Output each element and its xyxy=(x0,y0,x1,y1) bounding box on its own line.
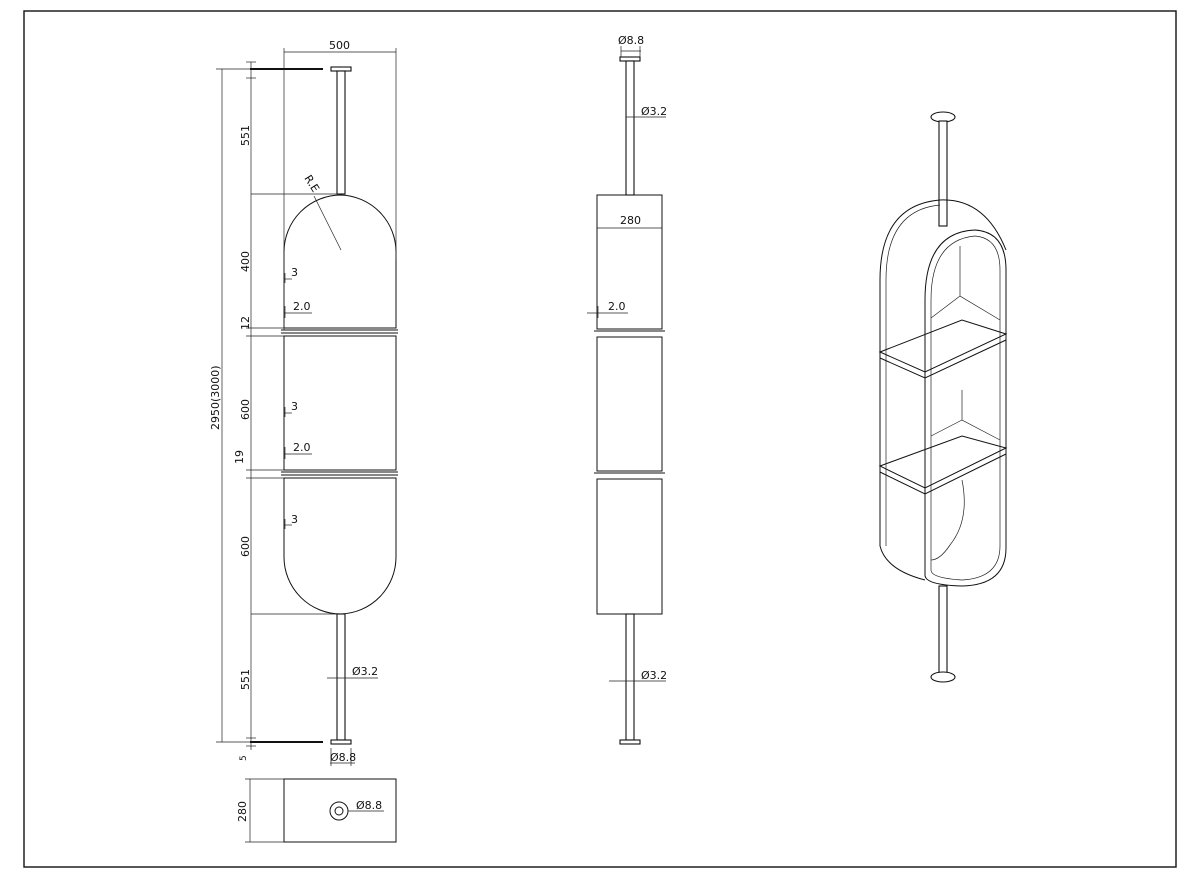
iso-back-shell-inner xyxy=(885,204,941,546)
front-base-diameter-label: Ø8.8 xyxy=(330,751,356,764)
side-middle-module xyxy=(596,336,663,472)
front-gap-upper-label: 2.0 xyxy=(293,300,311,313)
iso-bottom-inner-curve xyxy=(930,479,965,561)
front-top-module xyxy=(283,194,397,329)
front-joint-upper-label: 12 xyxy=(239,316,252,330)
side-rod-diameter-top-label: Ø3.2 xyxy=(641,105,667,118)
plan-depth-label: 280 xyxy=(236,801,249,822)
front-view: R.E 500 2950(3000) 551 400 12 600 19 600… xyxy=(209,39,398,766)
side-top-diameter-label: Ø8.8 xyxy=(618,34,644,47)
iso-shelf-2-lower xyxy=(879,453,1007,495)
front-rod-bottom xyxy=(336,613,346,741)
iso-bottom-shell xyxy=(879,545,926,581)
side-rod-cap-bottom xyxy=(619,739,641,745)
front-joint-lower-label: 19 xyxy=(233,450,246,464)
side-rod-top xyxy=(625,60,635,196)
front-thickness-top-label: 3 xyxy=(291,266,298,279)
front-bottom-rod-label: 551 xyxy=(239,669,252,690)
front-bottom-module-label: 600 xyxy=(239,536,252,557)
front-top-rod-label: 551 xyxy=(239,125,252,146)
side-rod-cap-top xyxy=(619,56,641,62)
iso-top-back-wall xyxy=(959,246,1001,321)
isometric-view xyxy=(878,111,1008,683)
side-top-module xyxy=(596,194,663,330)
iso-bottom-plate xyxy=(930,671,956,683)
side-gap-label: 2.0 xyxy=(608,300,626,313)
plan-view: Ø8.8 280 xyxy=(236,778,397,843)
front-base-plate-label: 5 xyxy=(239,755,249,761)
iso-shelf-1-lower xyxy=(879,339,1007,379)
iso-mid-floor-edge xyxy=(930,419,963,437)
front-rod-diameter-label: Ø3.2 xyxy=(352,665,378,678)
side-rod-diameter-bottom-label: Ø3.2 xyxy=(641,669,667,682)
front-rod-top xyxy=(336,70,346,195)
front-rod-cap-bottom xyxy=(330,739,352,745)
front-total-label: 2950(3000) xyxy=(209,365,222,430)
side-view: Ø8.8 Ø3.2 280 2.0 Ø3.2 xyxy=(587,34,667,745)
front-middle-module-label: 600 xyxy=(239,399,252,420)
iso-top-floor-edge xyxy=(930,295,961,319)
front-middle-module xyxy=(283,335,397,471)
front-thickness-bot-label: 3 xyxy=(291,513,298,526)
iso-front-shell xyxy=(924,229,1007,587)
front-gap-lower-label: 2.0 xyxy=(293,441,311,454)
side-depth-label: 280 xyxy=(620,214,641,227)
plan-plate-outer xyxy=(329,801,349,821)
front-radius-leader xyxy=(313,195,342,251)
side-rod-bottom xyxy=(625,613,635,741)
iso-shelf-2 xyxy=(878,435,1008,489)
plan-plate-inner xyxy=(334,806,344,816)
front-width-label: 500 xyxy=(329,39,350,52)
iso-shelf-1 xyxy=(878,319,1008,373)
front-rod-cap-top xyxy=(330,66,352,72)
plan-outline xyxy=(283,778,397,843)
drawing-frame xyxy=(23,10,1177,868)
iso-rod-bottom xyxy=(938,585,948,677)
iso-back-shell xyxy=(879,199,1007,546)
front-thickness-mid-label: 3 xyxy=(291,400,298,413)
iso-mid-back-wall xyxy=(961,390,1001,441)
plan-plate-diameter-label: Ø8.8 xyxy=(356,799,382,812)
iso-front-shell-inner xyxy=(930,235,1001,581)
front-bottom-module xyxy=(283,477,397,615)
front-radius-label: R.E xyxy=(301,173,321,195)
front-top-module-label: 400 xyxy=(239,251,252,272)
side-bottom-module xyxy=(596,478,663,615)
iso-rod-top xyxy=(938,120,948,227)
